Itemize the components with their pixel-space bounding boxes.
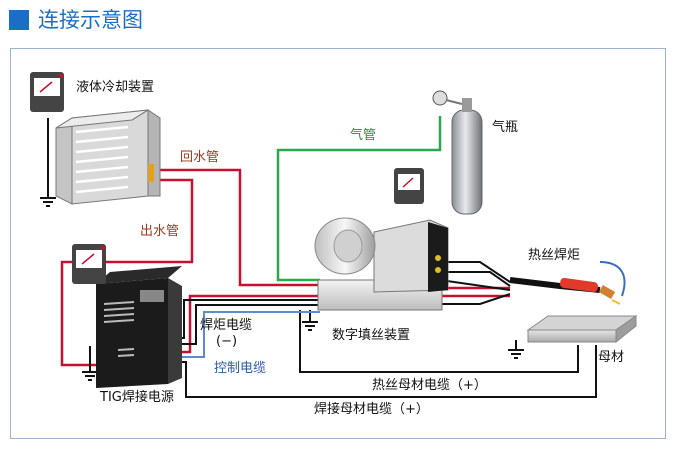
header-square-icon bbox=[9, 10, 29, 30]
torch-bundle-2 bbox=[440, 271, 511, 287]
torch-bundle-1 bbox=[440, 261, 511, 283]
meter-icon bbox=[72, 244, 106, 284]
wire-feeder-label: 数字填丝装置 bbox=[332, 328, 411, 343]
torch-cable-label: 焊炬电缆 bbox=[200, 318, 253, 333]
torch-bundle-4 bbox=[440, 293, 511, 305]
base-metal-label: 母材 bbox=[598, 350, 625, 365]
hotwire-base-cable-label: 热丝母材电缆（+） bbox=[372, 378, 487, 393]
gas-pipe-label: 气管 bbox=[350, 128, 377, 143]
torch-cable-sign: (−) bbox=[216, 334, 238, 349]
gas-bottle-label: 气瓶 bbox=[492, 120, 519, 135]
control-cable-label: 控制电缆 bbox=[214, 361, 267, 376]
hotwire-torch-icon bbox=[509, 261, 626, 305]
base-metal-plate bbox=[526, 315, 638, 344]
hotwire-torch-label: 热丝焊炬 bbox=[528, 248, 581, 263]
psu-water-line bbox=[178, 294, 320, 354]
cooler-label: 液体冷却装置 bbox=[76, 80, 155, 95]
tig-power-supply-unit bbox=[96, 266, 182, 388]
return-water-label: 回水管 bbox=[180, 150, 220, 165]
ground-symbols bbox=[40, 197, 524, 381]
torch-cable-line bbox=[178, 304, 320, 345]
ground-icon bbox=[40, 197, 56, 207]
weld-base-cable-label: 焊接母材电缆（+） bbox=[314, 402, 429, 417]
water-lines bbox=[60, 168, 510, 367]
page-title: 连接示意图 bbox=[38, 8, 143, 32]
outlet-water-line bbox=[60, 178, 194, 367]
liquid-cooler-unit bbox=[55, 109, 161, 205]
hotwire-base-cable-line bbox=[299, 310, 579, 373]
outlet-water-label: 出水管 bbox=[140, 224, 180, 239]
meter-icon bbox=[394, 168, 424, 204]
gas-line bbox=[276, 116, 442, 282]
tig-power-label: TIG焊接电源 bbox=[100, 390, 174, 405]
ground-icon bbox=[82, 371, 98, 381]
return-water-line bbox=[150, 168, 320, 287]
torch-bundle-3 bbox=[439, 279, 511, 291]
ground-icon bbox=[302, 321, 318, 331]
wire-feeder-unit bbox=[314, 217, 449, 311]
gas-bottle-icon bbox=[432, 90, 483, 215]
meter-icon bbox=[30, 72, 64, 112]
black-cables bbox=[47, 118, 597, 398]
control-cable-line bbox=[178, 311, 320, 358]
ground-icon bbox=[508, 349, 524, 359]
weld-base-cable-line bbox=[178, 345, 597, 398]
